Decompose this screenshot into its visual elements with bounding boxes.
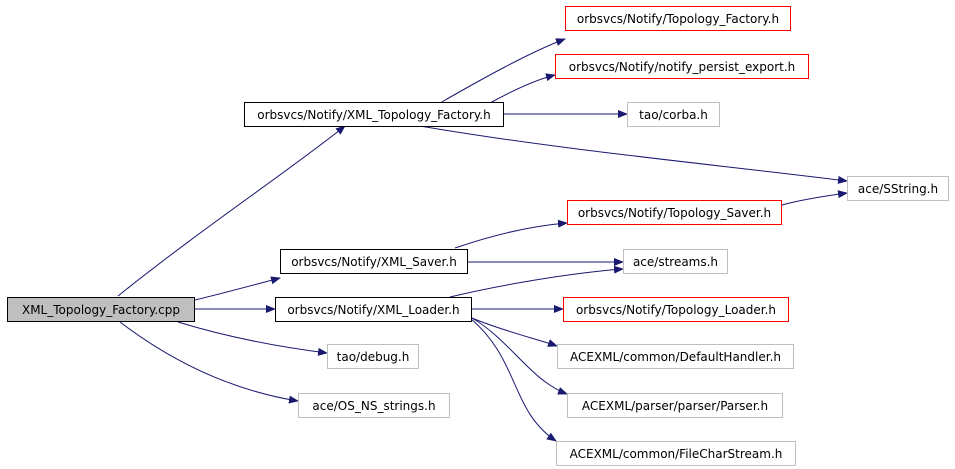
node-label: orbsvcs/Notify/notify_persist_export.h	[568, 59, 796, 74]
edge-xml-loader-to-parser	[471, 317, 568, 395]
edge-xml-loader-to-streams	[449, 265, 624, 298]
node-label: XML_Topology_Factory.cpp	[21, 302, 180, 317]
node-topology-factory-h[interactable]: orbsvcs/Notify/Topology_Factory.h	[565, 6, 791, 31]
node-xml-topology-factory-h[interactable]: orbsvcs/Notify/XML_Topology_Factory.h	[244, 102, 504, 127]
node-label: ACEXML/common/FileCharStream.h	[569, 446, 783, 461]
edge-root-to-xml-topology-factory	[117, 125, 346, 297]
node-xml-loader-h[interactable]: orbsvcs/Notify/XML_Loader.h	[275, 297, 472, 322]
node-label: orbsvcs/Notify/Topology_Factory.h	[576, 11, 780, 26]
node-default-handler-h[interactable]: ACEXML/common/DefaultHandler.h	[557, 344, 794, 369]
edge-xml-loader-to-file-char-stream	[469, 317, 557, 442]
node-label: ACEXML/common/DefaultHandler.h	[570, 349, 781, 364]
node-label: orbsvcs/Notify/XML_Loader.h	[287, 302, 460, 317]
node-label: orbsvcs/Notify/XML_Saver.h	[291, 254, 457, 269]
node-label: orbsvcs/Notify/XML_Topology_Factory.h	[257, 107, 491, 122]
edge-xml-saver-to-topology-saver	[454, 219, 568, 249]
node-notify-persist-export-h[interactable]: orbsvcs/Notify/notify_persist_export.h	[555, 54, 809, 79]
node-label: ace/SString.h	[857, 181, 939, 196]
edge-xml-topology-factory-to-sstring	[419, 125, 848, 184]
node-label: orbsvcs/Notify/Topology_Loader.h	[575, 302, 777, 317]
edge-xml-loader-to-default-handler	[471, 317, 558, 347]
node-label: tao/corba.h	[639, 107, 708, 122]
node-tao-debug-h[interactable]: tao/debug.h	[327, 344, 419, 369]
node-parser-h[interactable]: ACEXML/parser/parser/Parser.h	[567, 393, 783, 418]
node-topology-loader-h[interactable]: orbsvcs/Notify/Topology_Loader.h	[563, 297, 789, 322]
node-topology-saver-h[interactable]: orbsvcs/Notify/Topology_Saver.h	[567, 200, 782, 225]
node-label: tao/debug.h	[336, 349, 410, 364]
node-label: ace/OS_NS_strings.h	[312, 398, 436, 413]
node-label: ACEXML/parser/parser/Parser.h	[581, 398, 769, 413]
node-tao-corba-h[interactable]: tao/corba.h	[627, 102, 720, 127]
node-xml-topology-factory-cpp[interactable]: XML_Topology_Factory.cpp	[7, 297, 195, 322]
node-xml-saver-h[interactable]: orbsvcs/Notify/XML_Saver.h	[280, 249, 468, 274]
node-file-char-stream-h[interactable]: ACEXML/common/FileCharStream.h	[556, 441, 796, 466]
edge-root-to-tao-debug	[177, 321, 328, 356]
edge-xml-topology-factory-to-topology-factory	[439, 38, 566, 104]
edge-topology-saver-to-sstring	[781, 190, 848, 206]
node-ace-streams-h[interactable]: ace/streams.h	[623, 249, 728, 274]
edge-xml-topology-factory-to-notify-persist-export	[489, 73, 556, 104]
edge-root-to-os-ns-strings	[119, 321, 299, 404]
node-ace-sstring-h[interactable]: ace/SString.h	[847, 176, 949, 201]
node-label: ace/streams.h	[632, 254, 719, 269]
edge-root-to-xml-saver	[194, 276, 281, 301]
node-label: orbsvcs/Notify/Topology_Saver.h	[577, 205, 772, 220]
node-os-ns-strings-h[interactable]: ace/OS_NS_strings.h	[298, 393, 450, 418]
